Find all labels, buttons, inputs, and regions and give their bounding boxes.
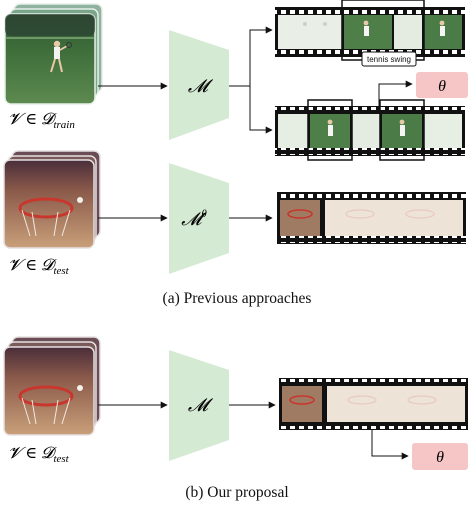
test-video-stack-b: [3, 336, 101, 436]
model-theta-block: 𝓜θ: [169, 163, 229, 274]
caption-b: (b) Our proposal: [185, 484, 288, 501]
callout-text: tennis swing: [367, 55, 411, 64]
train-video-stack: [4, 3, 103, 105]
test-set-label-a: 𝓥 ∈ 𝓓test: [8, 257, 70, 277]
panel-b: 𝓥 ∈ 𝓓test 𝓜 θ: [3, 336, 468, 501]
film-strip-test-b: [279, 378, 468, 430]
test-video-stack-a: [3, 150, 101, 249]
theta-label-b: θ: [436, 449, 444, 466]
theta-label-a: θ: [438, 78, 446, 95]
model-label-b: 𝓜: [188, 395, 214, 415]
model-theta-label: 𝓜θ: [181, 208, 207, 229]
test-set-label-b: 𝓥 ∈ 𝓓test: [8, 445, 70, 465]
film-strip-bottom: [275, 99, 465, 161]
train-set-label: 𝓥 ∈ 𝓓train: [8, 111, 75, 131]
arrow-clips-to-theta-a: [378, 80, 413, 88]
theta-box-a: θ: [416, 72, 468, 98]
arrow-model-to-bottom-clip: [249, 86, 273, 134]
arrow-model-to-top-clip: [229, 26, 273, 87]
theta-box-b: θ: [412, 443, 468, 470]
film-strip-top: [275, 0, 465, 61]
film-strip-test-a: [277, 192, 466, 244]
caption-a: (a) Previous approaches: [163, 290, 312, 307]
model-block-a: 𝓜: [169, 30, 229, 140]
callout-tennis-swing: tennis swing: [361, 51, 417, 67]
model-label-a: 𝓜: [188, 76, 214, 96]
model-block-b: 𝓜: [169, 350, 229, 461]
arrow-clip-to-theta-b: [371, 430, 409, 460]
panel-a: 𝓥 ∈ 𝓓train 𝓜: [3, 0, 468, 307]
